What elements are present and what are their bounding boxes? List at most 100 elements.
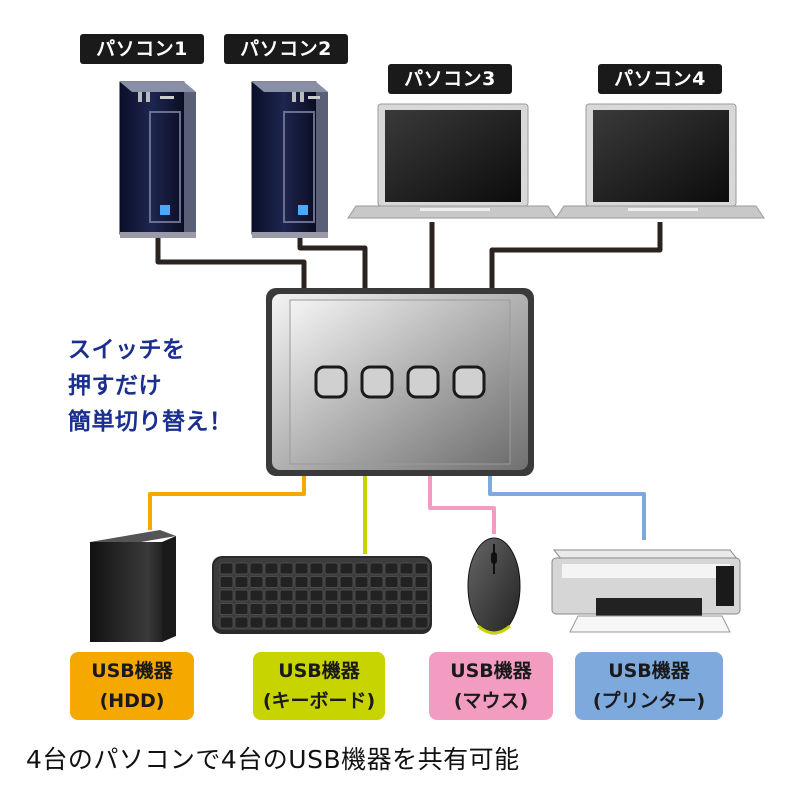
keyboard-key	[234, 562, 249, 575]
tower-pc-icon	[251, 81, 328, 238]
keyboard-key	[324, 603, 339, 615]
keyboard-key	[384, 562, 399, 575]
keyboard-key	[294, 589, 309, 602]
device-label-printer: USB機器 (プリンター)	[575, 652, 723, 720]
tagline-line-3: 簡単切り替え！	[68, 409, 233, 435]
keyboard-key	[294, 616, 309, 629]
keyboard-key	[249, 562, 264, 575]
keyboard-key	[264, 576, 279, 588]
keyboard-key	[369, 603, 384, 615]
keyboard-key	[279, 603, 294, 615]
keyboard-key	[279, 562, 294, 575]
caption: 4台のパソコンで4台のUSB機器を共有可能	[26, 745, 520, 774]
keyboard-key	[249, 603, 264, 615]
pc-label-1: パソコン1	[80, 34, 204, 64]
keyboard-key	[324, 616, 339, 629]
cable-mouse	[428, 470, 496, 534]
keyboard-key	[399, 562, 414, 575]
keyboard-key	[414, 589, 429, 602]
keyboard-key	[354, 603, 369, 615]
tower-pc-icon	[119, 81, 196, 238]
device-label-line1: USB機器	[91, 660, 173, 682]
keyboard-key	[279, 589, 294, 602]
keyboard-key	[234, 603, 249, 615]
keyboard-key	[234, 576, 249, 588]
keyboard-key	[219, 589, 234, 602]
keyboard-key	[264, 562, 279, 575]
mouse-icon	[467, 537, 521, 635]
keyboard-key	[339, 589, 354, 602]
cable-printer	[488, 470, 646, 540]
keyboard-key	[399, 603, 414, 615]
keyboard-key	[384, 616, 399, 629]
pc-label-2: パソコン2	[224, 34, 348, 64]
keyboard-key	[354, 576, 369, 588]
pc-label-3: パソコン3	[388, 64, 512, 94]
keyboard-key	[339, 562, 354, 575]
keyboard-key	[234, 616, 249, 629]
keyboard-key	[279, 576, 294, 588]
keyboard-key	[249, 616, 264, 629]
cable-pc2	[297, 238, 368, 292]
printer-icon	[551, 549, 741, 633]
tagline-line-2: 押すだけ	[68, 373, 162, 399]
switch-buttons	[314, 365, 486, 399]
keyboard-key	[294, 576, 309, 588]
keyboard-key	[219, 603, 234, 615]
device-label-mouse: USB機器 (マウス)	[429, 652, 553, 720]
keyboard-key	[249, 589, 264, 602]
keyboard-key	[414, 562, 429, 575]
keyboard-key	[294, 562, 309, 575]
device-label-line1: USB機器	[278, 660, 360, 682]
keyboard-key	[369, 616, 384, 629]
cable-pc4	[489, 222, 663, 292]
keyboard-key	[369, 576, 384, 588]
keyboard-key	[264, 589, 279, 602]
keyboard-key	[384, 576, 399, 588]
pc-cables	[155, 222, 663, 292]
keyboard-key	[339, 616, 354, 629]
tagline: スイッチを 押すだけ 簡単切り替え！	[68, 332, 233, 440]
keyboard-key	[339, 603, 354, 615]
keyboard-key	[309, 603, 324, 615]
keyboard-key	[324, 589, 339, 602]
laptop-icon	[555, 103, 765, 219]
usb-switch-icon	[266, 288, 534, 476]
keyboard-key	[399, 616, 414, 629]
keyboard-key	[399, 589, 414, 602]
device-label-line2: (キーボード)	[262, 690, 376, 712]
keyboard-key	[219, 616, 234, 629]
cable-hdd	[148, 470, 306, 530]
keyboard-key	[309, 562, 324, 575]
keyboard-key	[399, 576, 414, 588]
keyboard-key	[414, 576, 429, 588]
device-label-line1: USB機器	[608, 660, 690, 682]
device-label-line2: (プリンター)	[592, 690, 706, 712]
keyboard-key	[219, 562, 234, 575]
device-label-keyboard: USB機器 (キーボード)	[253, 652, 385, 720]
device-label-hdd: USB機器 (HDD)	[70, 652, 194, 720]
keyboard-key	[219, 576, 234, 588]
keyboard-key	[309, 576, 324, 588]
keyboard-key	[414, 603, 429, 615]
keyboard-key	[324, 562, 339, 575]
laptop-icon	[347, 103, 557, 219]
keyboard-key	[369, 562, 384, 575]
device-label-line2: (HDD)	[99, 690, 165, 712]
keyboard-key	[279, 616, 294, 629]
keyboard-key	[264, 603, 279, 615]
keyboard-key	[354, 616, 369, 629]
keyboard-key	[294, 603, 309, 615]
hdd-icon	[90, 530, 176, 642]
keyboard-key	[339, 576, 354, 588]
keyboard-icon	[212, 556, 432, 634]
usb-cables	[148, 470, 646, 554]
keyboard-key	[354, 589, 369, 602]
keyboard-key	[264, 616, 279, 629]
keyboard-key	[309, 589, 324, 602]
tagline-line-1: スイッチを	[68, 337, 186, 363]
cable-pc1	[155, 232, 307, 292]
keyboard-key	[414, 616, 429, 629]
